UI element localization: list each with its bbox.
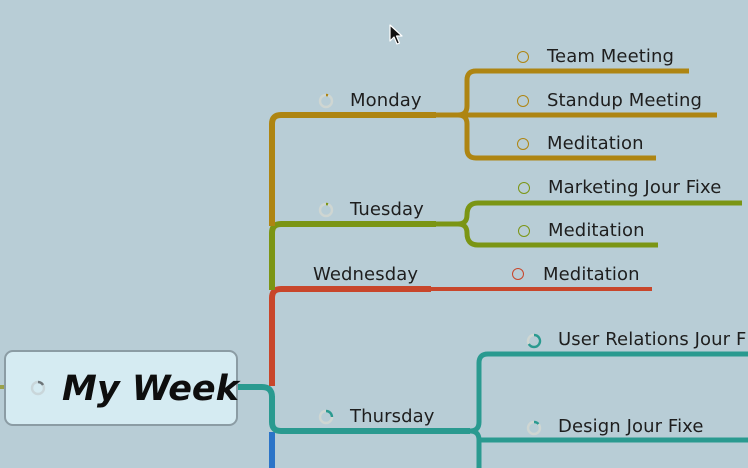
branch-tuesday-fork-2 bbox=[457, 221, 658, 248]
todo-checkbox[interactable] bbox=[512, 268, 524, 280]
task-tuesday-2[interactable]: Meditation bbox=[548, 220, 645, 241]
todo-checkbox[interactable] bbox=[517, 95, 529, 107]
branch-thursday-trunk bbox=[269, 396, 470, 434]
branch-thursday-task-2 bbox=[469, 428, 748, 443]
progress-ring-icon bbox=[526, 333, 542, 349]
todo-checkbox[interactable] bbox=[518, 225, 530, 237]
task-monday-2[interactable]: Standup Meeting bbox=[547, 90, 702, 111]
todo-checkbox[interactable] bbox=[518, 182, 530, 194]
progress-ring-icon bbox=[318, 409, 334, 425]
day-node-tuesday[interactable]: Tuesday bbox=[350, 199, 424, 220]
mouse-cursor-icon bbox=[389, 24, 403, 45]
task-monday-1[interactable]: Team Meeting bbox=[547, 46, 675, 67]
task-monday-3[interactable]: Meditation bbox=[547, 133, 644, 154]
progress-ring-icon bbox=[318, 93, 334, 109]
branch-monday-trunk bbox=[269, 112, 436, 226]
day-node-wednesday[interactable]: Wednesday bbox=[313, 264, 419, 285]
branch-wednesday-trunk bbox=[269, 286, 431, 386]
root-connector bbox=[238, 384, 275, 398]
root-title[interactable]: My Week bbox=[62, 369, 239, 409]
task-wednesday-1[interactable]: Meditation bbox=[543, 264, 640, 285]
progress-ring-icon bbox=[526, 420, 542, 436]
day-node-monday[interactable]: Monday bbox=[350, 90, 422, 111]
day-node-thursday[interactable]: Thursday bbox=[350, 406, 435, 427]
todo-checkbox[interactable] bbox=[517, 51, 529, 63]
todo-checkbox[interactable] bbox=[517, 138, 529, 150]
task-tuesday-1[interactable]: Marketing Jour Fixe bbox=[548, 177, 722, 198]
progress-ring-icon bbox=[318, 202, 334, 218]
task-thursday-2[interactable]: Design Jour Fixe bbox=[558, 416, 704, 437]
progress-ring-icon bbox=[30, 380, 46, 396]
branch-monday-task-3 bbox=[457, 112, 656, 161]
branch-tuesday-trunk bbox=[269, 221, 436, 290]
task-thursday-1[interactable]: User Relations Jour F bbox=[558, 329, 747, 350]
